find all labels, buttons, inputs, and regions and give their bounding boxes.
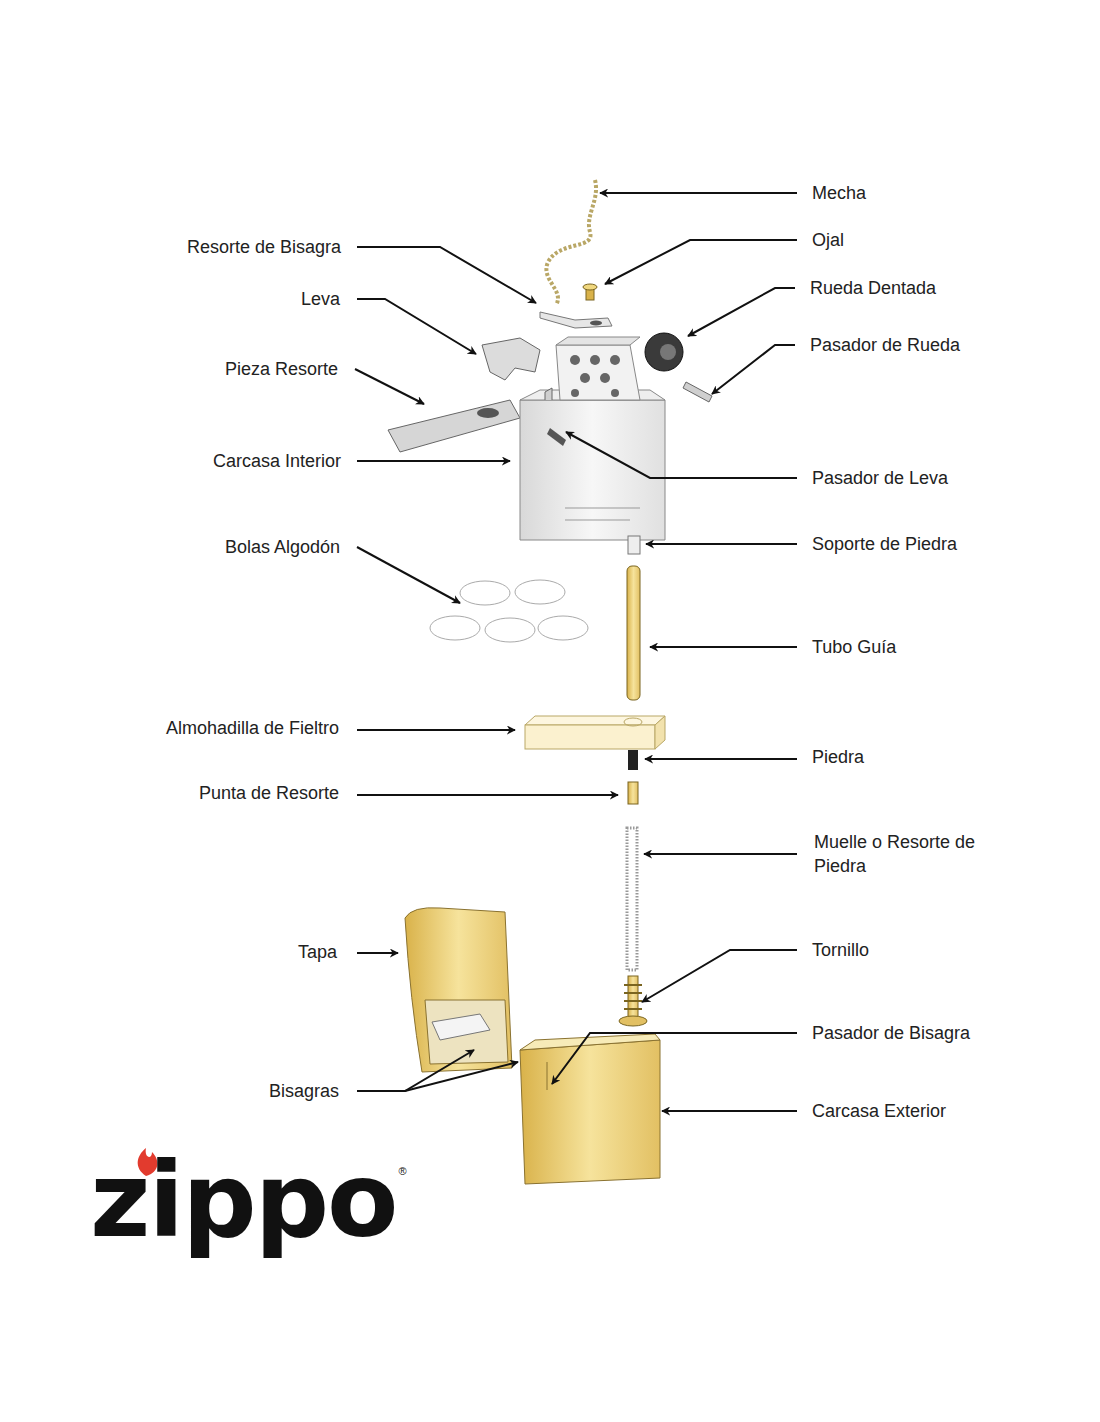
wheel-pin bbox=[683, 382, 712, 402]
part-label: Carcasa Exterior bbox=[812, 1099, 946, 1123]
part-label: Pasador de Leva bbox=[812, 466, 948, 490]
flint-spring bbox=[627, 828, 637, 970]
part-label: Rueda Dentada bbox=[810, 276, 936, 300]
flint-wheel bbox=[645, 333, 683, 371]
inner-casing bbox=[520, 337, 665, 540]
part-label: Pieza Resorte bbox=[225, 357, 338, 381]
registered-mark: ® bbox=[399, 1166, 407, 1177]
part-label: Muelle o Resorte de Piedra bbox=[814, 830, 994, 878]
part-label: Punta de Resorte bbox=[199, 781, 339, 805]
part-label: Almohadilla de Fieltro bbox=[166, 716, 339, 740]
part-label: Mecha bbox=[812, 181, 866, 205]
hinge-spring-hole bbox=[590, 321, 602, 326]
part-label: Resorte de Bisagra bbox=[187, 235, 341, 259]
spring-piece-hole bbox=[477, 408, 499, 418]
cotton-balls bbox=[430, 580, 588, 642]
part-label: Tapa bbox=[298, 940, 337, 964]
lid bbox=[405, 908, 512, 1072]
guide-tube bbox=[627, 566, 640, 700]
cam-pin bbox=[547, 428, 566, 446]
part-label: Pasador de Rueda bbox=[810, 333, 960, 357]
part-label: Bisagras bbox=[269, 1079, 339, 1103]
part-label: Leva bbox=[301, 287, 340, 311]
flint-holder bbox=[628, 536, 640, 554]
flint bbox=[628, 750, 638, 770]
part-label: Piedra bbox=[812, 745, 864, 769]
cam bbox=[482, 338, 540, 380]
part-label: Carcasa Interior bbox=[213, 449, 341, 473]
part-label: Soporte de Piedra bbox=[812, 532, 957, 556]
hinge-spring bbox=[540, 312, 612, 328]
wick bbox=[546, 180, 596, 305]
eyelet bbox=[583, 284, 597, 300]
part-label: Ojal bbox=[812, 228, 844, 252]
outer-case bbox=[520, 1034, 660, 1184]
felt-pad bbox=[525, 716, 665, 749]
part-label: Bolas Algodón bbox=[225, 535, 340, 559]
part-label: Tubo Guía bbox=[812, 635, 896, 659]
spring-piece bbox=[388, 400, 520, 452]
spring-tip bbox=[628, 782, 638, 804]
part-label: Pasador de Bisagra bbox=[812, 1021, 970, 1045]
brand-logo: zippo bbox=[90, 1148, 397, 1252]
part-label: Tornillo bbox=[812, 938, 869, 962]
leader-lines bbox=[355, 193, 797, 1111]
